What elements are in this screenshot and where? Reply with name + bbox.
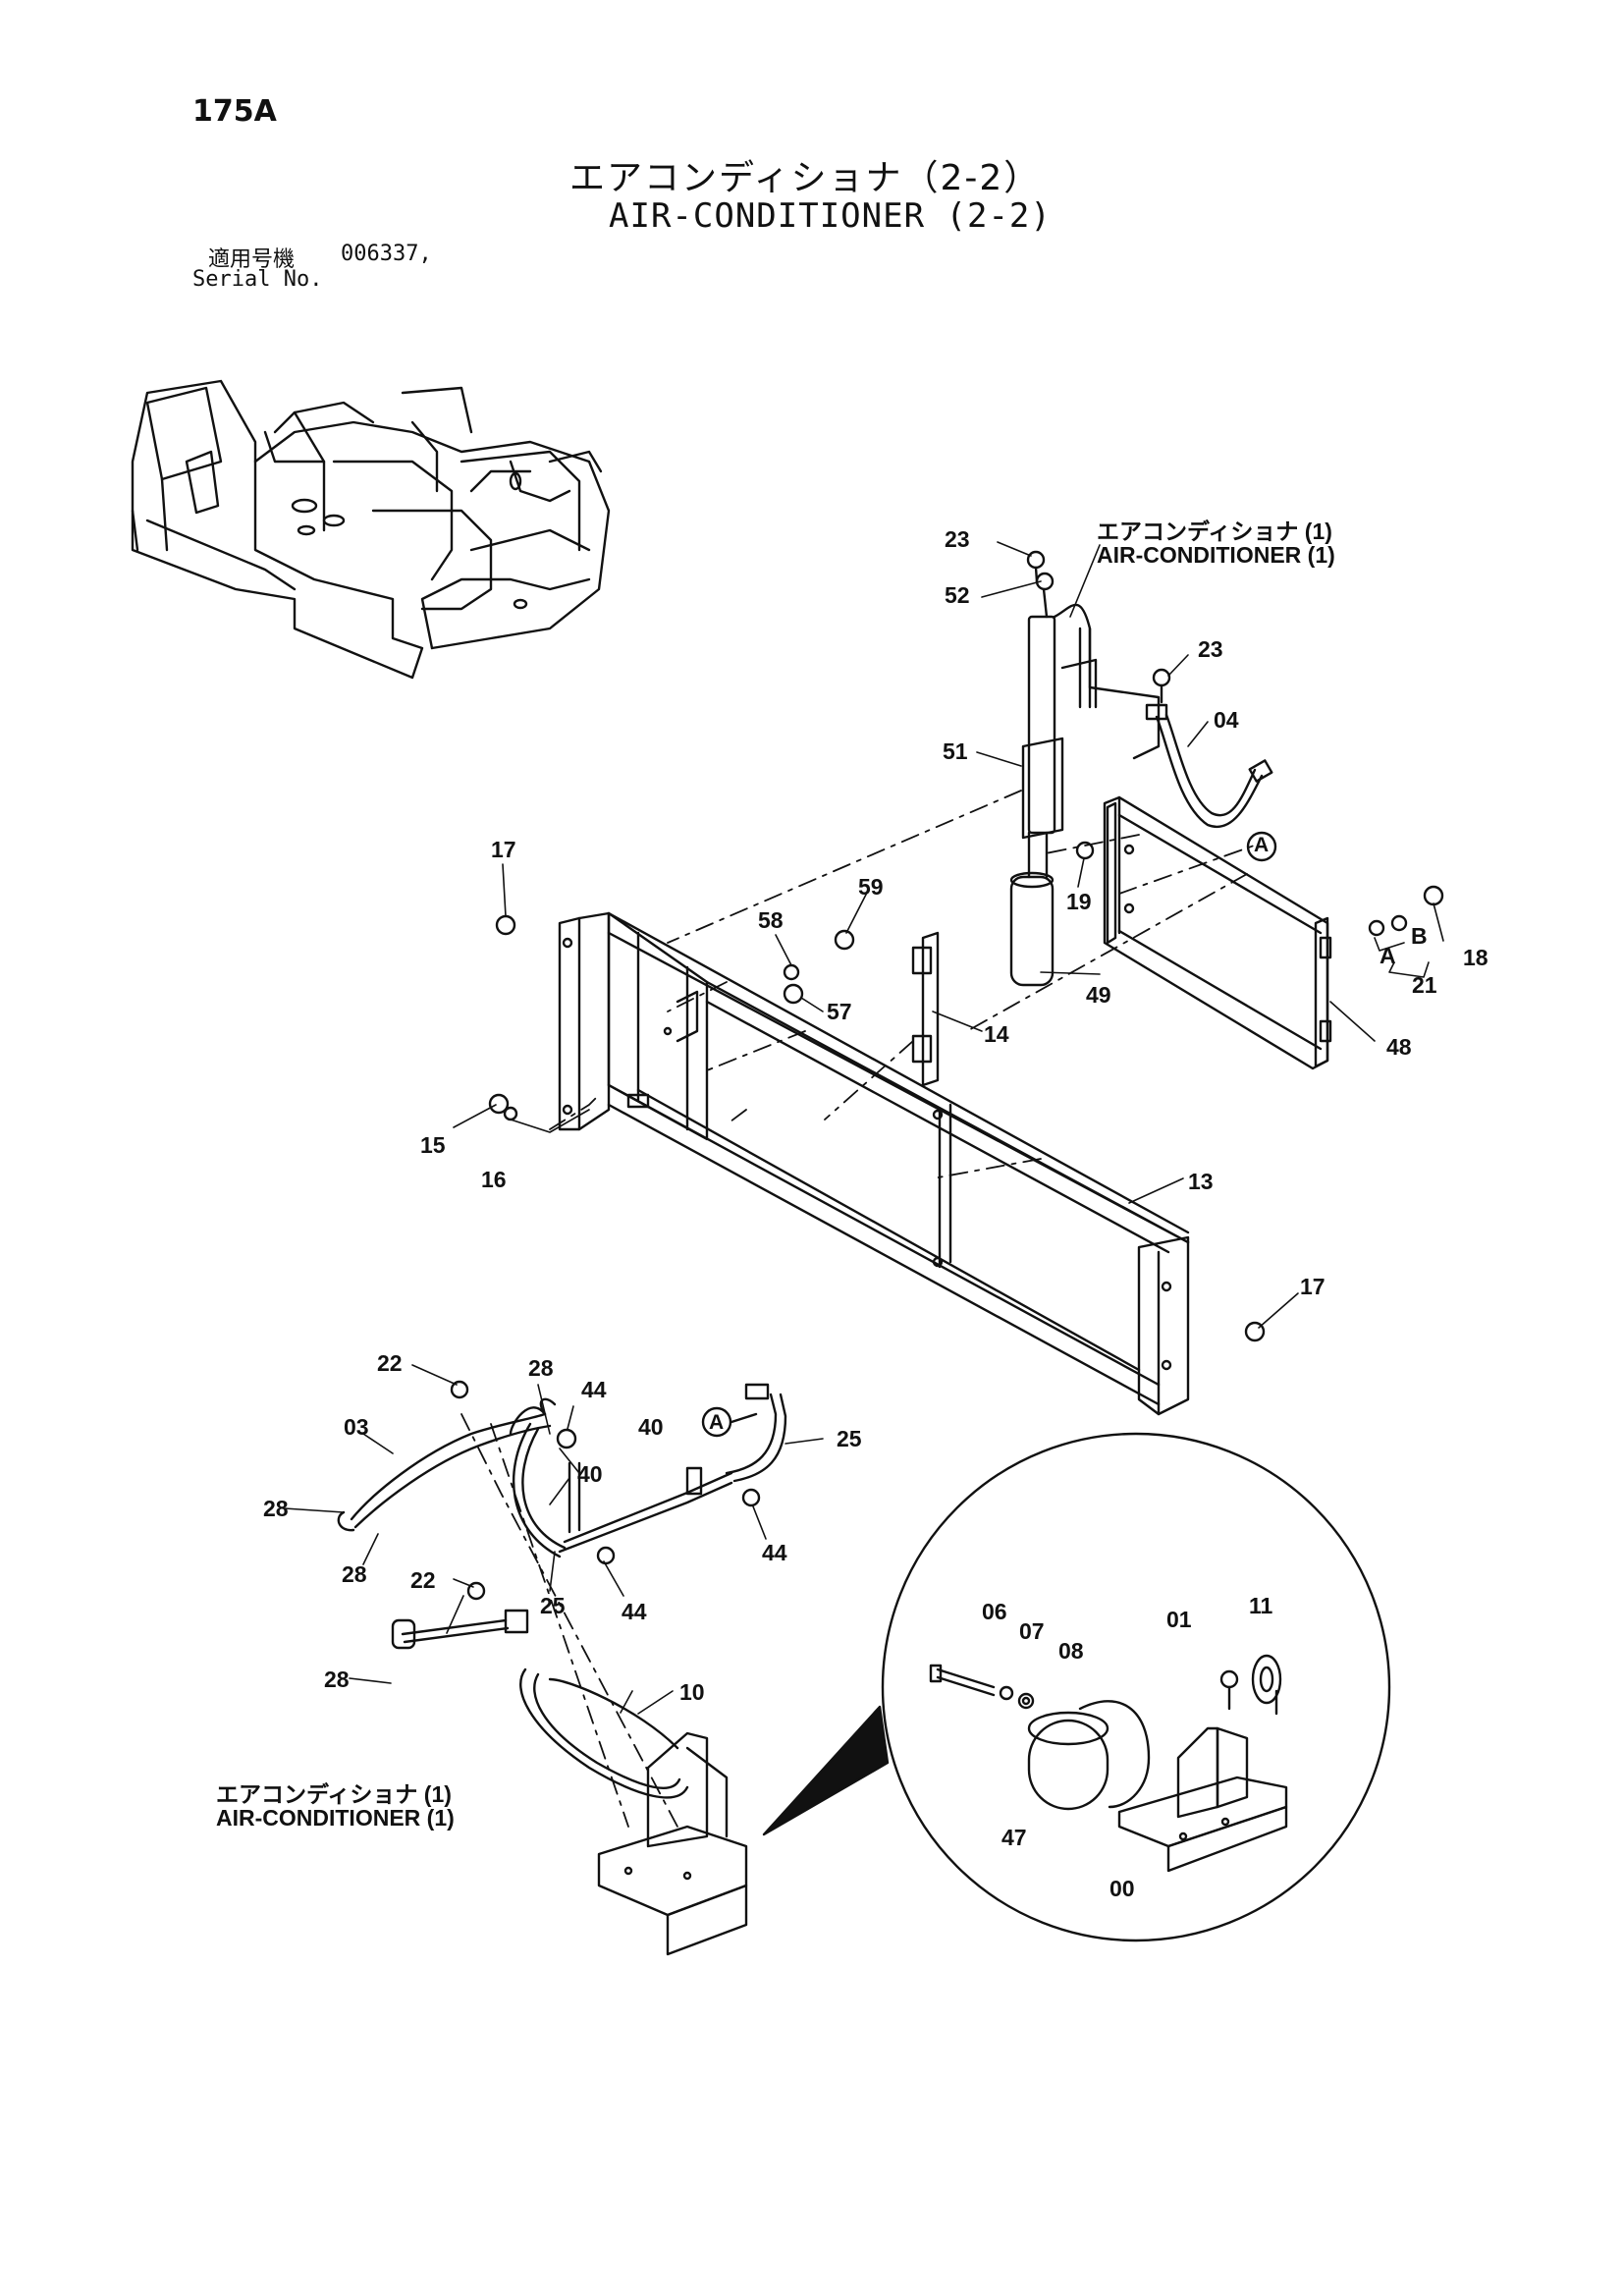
detail-magnifier xyxy=(762,1432,1391,1942)
title-japanese: エアコンディショナ（2-2） xyxy=(569,158,1042,198)
callout-17: 17 xyxy=(491,837,516,862)
callout-48: 48 xyxy=(1386,1034,1412,1060)
callout-07: 07 xyxy=(1019,1618,1045,1644)
callout-a: A xyxy=(1380,943,1396,968)
fasteners xyxy=(450,550,1444,1601)
callout-01: 01 xyxy=(1166,1607,1192,1632)
callout-14: 14 xyxy=(984,1021,1009,1047)
callout-19: 19 xyxy=(1066,889,1092,914)
callout-57: 57 xyxy=(827,999,852,1024)
callout-22: 22 xyxy=(377,1350,403,1376)
serial-label-japanese: 適用号機 xyxy=(208,247,296,272)
callout-00: 00 xyxy=(1109,1876,1135,1901)
callout-59: 59 xyxy=(858,874,884,900)
callout-a-circle: A xyxy=(709,1411,725,1434)
callout-15: 15 xyxy=(420,1132,446,1158)
callout-58: 58 xyxy=(758,907,784,933)
detail-bracket-parts xyxy=(929,1654,1288,1873)
callout-a-circle: A xyxy=(1254,834,1270,856)
callout-23: 23 xyxy=(945,526,970,552)
ref-air-conditioner-1-bottom-jp: エアコンディショナ (1) xyxy=(216,1781,452,1807)
callout-47: 47 xyxy=(1001,1825,1027,1850)
callout-28: 28 xyxy=(324,1667,350,1692)
callout-25: 25 xyxy=(540,1593,566,1618)
callout-22: 22 xyxy=(410,1567,436,1593)
ref-air-conditioner-1-top-jp: エアコンディショナ (1) xyxy=(1097,519,1332,544)
callout-04: 04 xyxy=(1214,707,1239,733)
hose-04 xyxy=(1145,703,1273,829)
ref-air-conditioner-1-bottom-en: AIR-CONDITIONER (1) xyxy=(216,1805,455,1831)
callout-16: 16 xyxy=(481,1167,507,1192)
reference-circles xyxy=(701,831,1277,1438)
callout-28: 28 xyxy=(342,1561,367,1587)
serial-label-english: Serial No. xyxy=(192,267,323,292)
callout-52: 52 xyxy=(945,582,970,608)
callout-51: 51 xyxy=(943,738,968,764)
callout-10: 10 xyxy=(679,1679,705,1705)
callout-13: 13 xyxy=(1188,1169,1214,1194)
callout-23: 23 xyxy=(1198,636,1223,662)
callout-03: 03 xyxy=(344,1414,369,1440)
callout-06: 06 xyxy=(982,1599,1007,1624)
condenser-core xyxy=(1103,795,1332,1070)
callout-28: 28 xyxy=(263,1496,289,1521)
serial-number: 006337, xyxy=(341,242,432,266)
lower-hose-assembly xyxy=(337,1383,787,1650)
callout-44: 44 xyxy=(581,1377,607,1402)
machine-overview-sketch xyxy=(131,379,611,680)
callout-44: 44 xyxy=(622,1599,647,1624)
leader-lines xyxy=(284,541,1444,1715)
page-number: 175A xyxy=(192,94,277,129)
callout-44: 44 xyxy=(762,1540,787,1565)
callout-21: 21 xyxy=(1412,972,1437,998)
assembly-center-lines xyxy=(460,790,1258,1828)
ref-air-conditioner-1-top-en: AIR-CONDITIONER (1) xyxy=(1097,542,1335,568)
callout-25: 25 xyxy=(837,1426,862,1451)
callout-40: 40 xyxy=(577,1461,603,1487)
title-english: AIR-CONDITIONER (2-2) xyxy=(609,196,1052,236)
mounting-frame xyxy=(558,911,1190,1416)
callout-b: B xyxy=(1411,923,1428,949)
callout-11: 11 xyxy=(1249,1593,1273,1618)
callout-49: 49 xyxy=(1086,982,1111,1008)
blower-motor-assembly xyxy=(519,1667,748,1956)
receiver-drier-assembly xyxy=(1009,572,1161,987)
callout-18: 18 xyxy=(1463,945,1488,970)
callout-40: 40 xyxy=(638,1414,664,1440)
bracket-14 xyxy=(911,931,940,1087)
callout-17: 17 xyxy=(1300,1274,1325,1299)
callout-28: 28 xyxy=(528,1355,554,1381)
callout-08: 08 xyxy=(1058,1638,1084,1664)
